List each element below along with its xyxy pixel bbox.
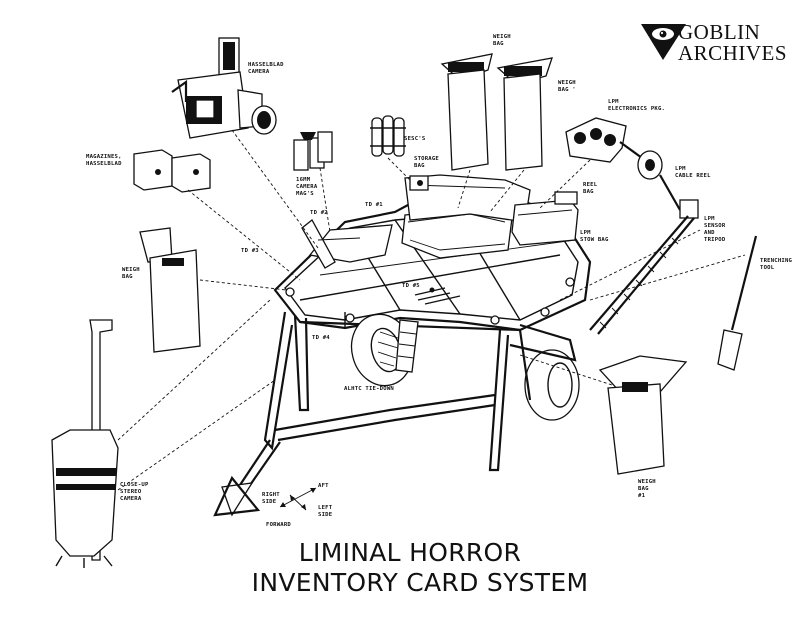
- label-td2: TD #2: [310, 210, 328, 216]
- label-reel-bag: REEL BAG: [583, 182, 601, 195]
- label-lpm-sensor: LPM SENSOR AND TRIPOD: [704, 216, 729, 243]
- orientation-marker: [279, 487, 317, 511]
- label-lpm-stow-bag: LPM STOW BAG: [580, 230, 609, 243]
- label-hasselblad-camera: HASSELBLAD CAMERA: [248, 62, 287, 75]
- title-line-2: INVENTORY CARD SYSTEM: [251, 568, 589, 597]
- label-forward: FORWARD: [266, 522, 291, 528]
- logo-text: GOBLIN ARCHIVES: [678, 22, 787, 64]
- label-lpm-electronics: LPM ELECTRONICS PKG.: [608, 99, 665, 112]
- logo-line-2: ARCHIVES: [678, 41, 788, 65]
- camera-magazines: [293, 131, 333, 171]
- label-tiedown: ALHTC TIE-DOWN: [344, 386, 394, 392]
- label-storage-bag: STORAGE BAG: [414, 156, 443, 169]
- eye-triangle-icon: [641, 24, 686, 60]
- lpm-electronics-package: [565, 117, 651, 169]
- tie-down-pad: [395, 319, 419, 373]
- lpm-sensor-tripod: [589, 199, 699, 335]
- label-aft: AFT: [318, 483, 329, 489]
- label-td5: TD #5: [402, 283, 420, 289]
- label-left-side: LEFT SIDE: [318, 505, 336, 518]
- title-blank-strip: [272, 600, 616, 624]
- cart-frame: [273, 174, 592, 332]
- hasselblad-camera: [171, 37, 277, 139]
- cart-legs: [213, 311, 532, 517]
- callout-leaders: [117, 129, 746, 491]
- sesc-containers: [370, 115, 406, 157]
- label-weigh-bag-prime: WEIGH BAG ': [558, 80, 579, 93]
- label-right-side: RIGHT SIDE: [262, 492, 283, 505]
- weigh-bag-left: [139, 227, 201, 353]
- label-weigh-bag-left: WEIGH BAG: [122, 267, 143, 280]
- label-trenching-tool: TRENCHING TOOL: [760, 258, 796, 271]
- title-block: LIMINAL HORROR INVENTORY CARD SYSTEM: [200, 538, 620, 598]
- trenching-tool: [717, 235, 758, 371]
- cart-wheels: [350, 313, 580, 421]
- weigh-bag-top: [440, 53, 553, 171]
- label-lpm-cable-reel: LPM CABLE REEL: [675, 166, 711, 179]
- lpm-cable-reel: [637, 150, 681, 211]
- label-stereo-camera: CLOSE-UP STEREO CAMERA: [120, 482, 152, 502]
- label-td1: TD #1: [365, 202, 383, 208]
- label-td3: TD #3: [241, 248, 259, 254]
- logo-line-1: GOBLIN: [678, 20, 761, 44]
- label-weigh-bag-right: WEIGH BAG #1: [638, 479, 659, 499]
- close-up-stereo-camera: [51, 319, 119, 568]
- label-weigh-bag-top: WEIGH BAG: [493, 34, 514, 47]
- hasselblad-magazines: [133, 149, 211, 193]
- label-magazines: MAGAZINES, HASSELBLAD: [86, 154, 125, 167]
- label-td4: TD #4: [312, 335, 330, 341]
- label-camera-mags: 16MM CAMERA MAG'S: [296, 177, 321, 197]
- label-sesc: SESC'S: [404, 136, 426, 142]
- title-line-1: LIMINAL HORROR: [298, 538, 522, 567]
- weigh-bag-right: [598, 355, 688, 475]
